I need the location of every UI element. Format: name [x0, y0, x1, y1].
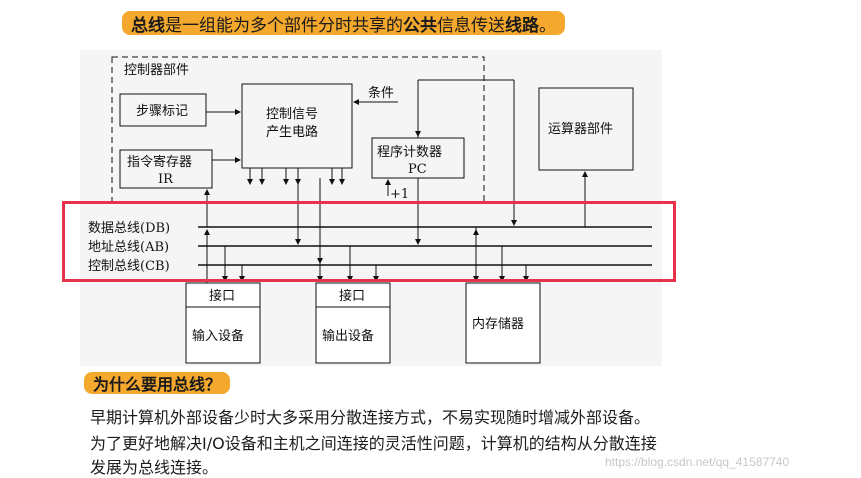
output-device-label: 输出设备 — [322, 328, 374, 344]
control-bus-label: 控制总线(CB) — [88, 259, 170, 274]
input-device-label: 输入设备 — [192, 328, 244, 344]
pc-label-1: 程序计数器 — [377, 145, 442, 160]
pc-label-2: PC — [408, 162, 427, 177]
interface-box-2 — [315, 282, 391, 308]
title-banner: 总线是一组能为多个部件分时共享的公共信息传送线路。 — [122, 11, 565, 36]
interface-label-1: 接口 — [209, 288, 235, 304]
question-text: 为什么要用总线？ — [93, 375, 222, 394]
plus-one-label: +1 — [390, 187, 409, 202]
memory-label: 内存储器 — [472, 316, 524, 332]
watermark-text: https://blog.csdn.net/qq_41587740 — [605, 455, 790, 469]
title-text-1: 是一组能为多个部件分时共享的 — [165, 15, 403, 36]
address-bus-label: 地址总线(AB) — [88, 240, 169, 255]
title-text-2: 信息传送 — [437, 15, 505, 36]
step-counter-label: 步骤标记 — [136, 104, 188, 119]
alu-box — [538, 87, 634, 171]
data-bus-label: 数据总线(DB) — [88, 221, 170, 236]
interface-box-1 — [185, 282, 261, 308]
paragraph-1: 早期计算机外部设备少时大多采用分散连接方式，不易实现随时增减外部设备。 — [90, 408, 651, 427]
controller-label: 控制器部件 — [124, 63, 189, 78]
ir-label-1: 指令寄存器 — [127, 154, 192, 170]
output-device-box — [315, 306, 391, 364]
question-banner: 为什么要用总线？ — [84, 372, 231, 394]
memory-box — [465, 282, 541, 364]
ir-box — [119, 149, 213, 189]
interface-label-2: 接口 — [339, 288, 365, 304]
ir-label-2: IR — [158, 172, 174, 187]
control-signal-box — [241, 83, 353, 169]
title-word-public: 公共 — [403, 15, 437, 36]
title-word-bus: 总线 — [131, 15, 165, 36]
title-text-3: 。 — [539, 15, 556, 36]
bus-diagram: 控制器部件 步骤标记 控制信号 产生电路 条件 指令寄存器 IR 程序计数器 P… — [80, 50, 662, 366]
paragraph-3: 发展为总线连接。 — [90, 458, 219, 477]
alu-label: 运算器部件 — [548, 122, 613, 137]
input-device-box — [185, 306, 261, 364]
title-word-line: 线路 — [505, 15, 539, 36]
condition-label: 条件 — [368, 85, 394, 101]
step-counter-box — [119, 93, 207, 127]
control-signal-label-1: 控制信号 — [266, 107, 318, 122]
paragraph-2: 为了更好地解决I/O设备和主机之间连接的灵活性问题，计算机的结构从分散连接 — [90, 434, 657, 453]
control-signal-label-2: 产生电路 — [266, 124, 318, 140]
bus-highlight-box — [62, 201, 676, 282]
